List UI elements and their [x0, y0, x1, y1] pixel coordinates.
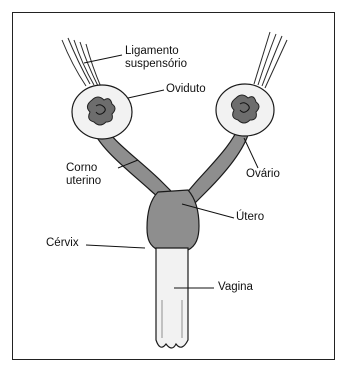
suspensory-ligament-right [254, 32, 287, 88]
label-ovario: Ovário [246, 168, 280, 181]
label-cervix-text: Cérvix [46, 237, 79, 250]
label-corno-line2: uterino [66, 175, 101, 188]
label-oviduto: Oviduto [166, 83, 206, 96]
label-ligamento-line2: suspensório [125, 58, 187, 71]
ovary-right [216, 84, 274, 136]
label-vagina: Vagina [218, 281, 253, 294]
label-ligamento-suspensorio: Ligamento suspensório [125, 45, 187, 71]
uterus-body [147, 190, 199, 250]
leader-ovario [244, 138, 258, 168]
label-corno-uterino: Corno uterino [66, 162, 101, 188]
suspensory-ligament-left [62, 38, 101, 87]
leader-cervix [86, 245, 145, 248]
label-utero: Útero [236, 211, 264, 224]
label-ligamento-line1: Ligamento [125, 45, 187, 58]
label-cervix: Cérvix [46, 237, 79, 250]
label-vagina-text: Vagina [218, 281, 253, 294]
leader-oviduto [128, 90, 164, 98]
label-utero-text: Útero [236, 211, 264, 224]
label-oviduto-text: Oviduto [166, 83, 206, 96]
label-ovario-text: Ovário [246, 168, 280, 181]
vagina-tube [156, 248, 188, 348]
ovary-left [72, 85, 132, 139]
label-corno-line1: Corno [66, 162, 101, 175]
